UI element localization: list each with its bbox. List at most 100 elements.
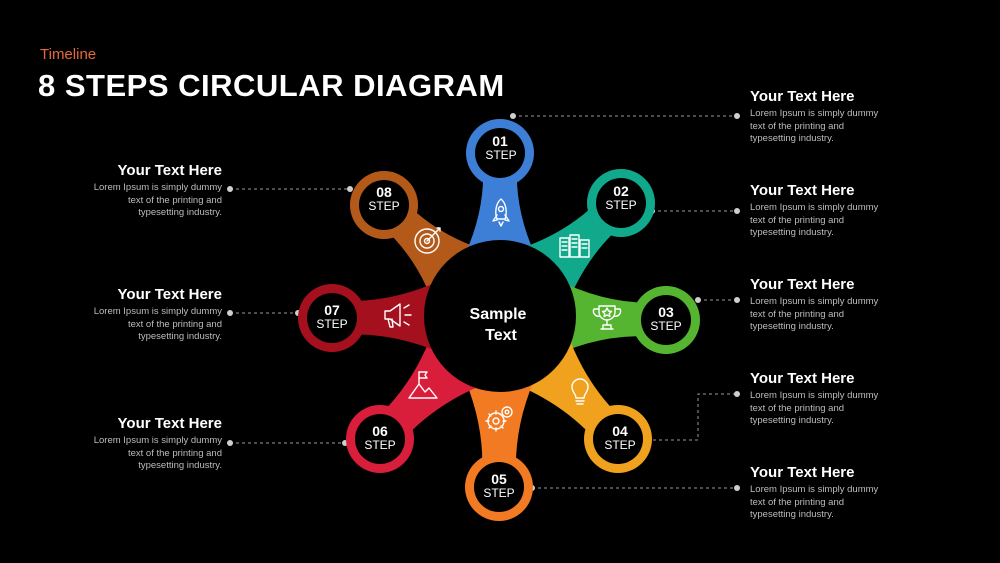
body-line: Lorem Ipsum is simply dummy [750,108,879,119]
body-line: typesetting industry. [750,509,834,520]
step-number-02: 02 [613,183,629,199]
mountain-flag-icon [408,371,438,399]
body-line: typesetting industry. [138,331,222,342]
text-block-heading: Your Text Here [750,276,855,293]
text-block-05: Your Text Here Lorem Ipsum is simply dum… [750,464,910,522]
text-block-heading: Your Text Here [750,88,855,105]
step-number-07: 07 [324,302,340,318]
body-line: Lorem Ipsum is simply dummy [750,202,879,213]
dot-05b [734,485,740,491]
step-number-08: 08 [376,184,392,200]
buildings-icon [559,234,590,258]
body-line: text of the printing and [750,308,845,320]
dot-08b [347,186,353,192]
step-label-04: STEP [604,438,635,452]
body-line: typesetting industry. [750,415,834,426]
body-line: typesetting industry. [750,133,834,144]
text-block-heading: Your Text Here [750,464,855,481]
step-badge-04 [593,414,643,464]
text-block-02: Your Text Here Lorem Ipsum is simply dum… [750,182,910,240]
body-line: typesetting industry. [750,227,834,238]
text-block-07: Your Text Here Lorem Ipsum is simply dum… [62,286,222,344]
body-line: typesetting industry. [138,207,222,218]
step-label-08: STEP [368,199,399,213]
body-line: text of the printing and [750,496,845,508]
step-icons [384,198,622,432]
step-number-05: 05 [491,471,507,487]
center-hub [424,240,576,392]
text-block-heading: Your Text Here [750,370,855,387]
body-line: text of the printing and [750,120,845,132]
slide-title: 8 STEPS CIRCULAR DIAGRAM [38,68,505,103]
dot-04b [734,391,740,397]
body-line: text of the printing and [127,447,222,459]
center-text-line2: Text [485,327,517,344]
text-block-06: Your Text Here Lorem Ipsum is simply dum… [62,415,222,473]
step-label-03: STEP [650,319,681,333]
text-block-heading: Your Text Here [117,162,222,179]
dot-01a [510,113,516,119]
dot-07a [227,310,233,316]
step-badge-03 [641,295,691,345]
center-text-line1: Sample [470,306,527,323]
dot-01b [734,113,740,119]
body-line: typesetting industry. [138,460,222,471]
step-label-07: STEP [316,317,347,331]
step-label-02: STEP [605,198,636,212]
text-block-08: Your Text Here Lorem Ipsum is simply dum… [62,162,222,220]
step-label-06: STEP [364,438,395,452]
step-label-01: STEP [485,148,516,162]
text-block-heading: Your Text Here [117,415,222,432]
step-label-05: STEP [483,486,514,500]
text-block-03: Your Text Here Lorem Ipsum is simply dum… [750,276,910,334]
slide-subtitle: Timeline [40,46,97,63]
text-block-01: Your Text Here Lorem Ipsum is simply dum… [750,88,910,146]
connector-lines [230,115,737,489]
body-line: Lorem Ipsum is simply dummy [93,435,222,446]
step-badge-05 [474,462,524,512]
step-number-04: 04 [612,423,628,439]
step-number-01: 01 [492,133,508,149]
step-badge-02 [596,178,646,228]
text-block-heading: Your Text Here [117,286,222,303]
body-line: text of the printing and [127,194,222,206]
dot-02b [734,208,740,214]
step-badge-08 [359,180,409,230]
body-line: Lorem Ipsum is simply dummy [750,390,879,401]
target-icon [414,227,441,254]
step-labels: 01 STEP 02 STEP 03 STEP 04 STEP 05 STEP … [316,133,681,500]
body-line: Lorem Ipsum is simply dummy [750,296,879,307]
step-badge-01 [475,128,525,178]
gears-icon [485,406,513,432]
body-line: text of the printing and [750,402,845,414]
body-line: Lorem Ipsum is simply dummy [93,306,222,317]
step-badge-06 [355,414,405,464]
step-badge-07 [307,293,357,343]
body-line: text of the printing and [127,318,222,330]
dot-06a [227,440,233,446]
text-block-heading: Your Text Here [750,182,855,199]
step-arm-05 [453,355,546,488]
step-number-03: 03 [658,304,674,320]
megaphone-icon [384,303,412,328]
body-line: Lorem Ipsum is simply dummy [750,484,879,495]
step-number-06: 06 [372,423,388,439]
dot-08a [227,186,233,192]
trophy-icon [592,305,622,330]
body-line: Lorem Ipsum is simply dummy [93,182,222,193]
body-line: typesetting industry. [750,321,834,332]
lightbulb-icon [571,378,589,405]
dot-03b [734,297,740,303]
connector-04 [653,393,737,441]
body-line: text of the printing and [750,214,845,226]
rocket-icon [492,198,510,227]
